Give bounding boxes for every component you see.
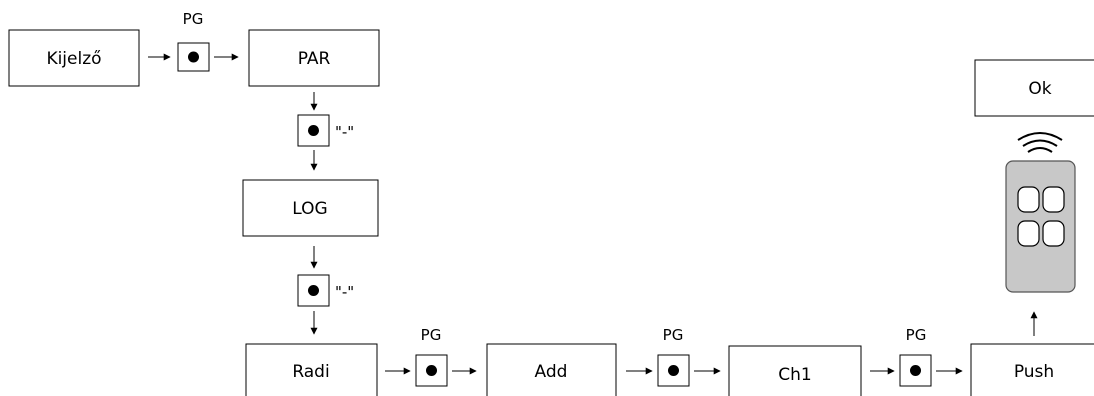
minus-button-2[interactable]	[297, 274, 330, 307]
pg-label-4: PG	[906, 326, 927, 344]
radi-box: Radi	[245, 343, 378, 396]
kijelzo-label: Kijelző	[46, 49, 101, 69]
push-box: Push	[970, 343, 1094, 396]
log-label: LOG	[292, 199, 327, 219]
radi-label: Radi	[292, 362, 329, 382]
par-box: PAR	[248, 29, 380, 87]
ch1-box: Ch1	[728, 345, 862, 396]
kijelzo-box: Kijelző	[8, 29, 140, 87]
minus-label-2: "-"	[335, 283, 354, 301]
pg-button-1[interactable]	[177, 42, 210, 72]
log-box: LOG	[242, 179, 379, 237]
pg-label-1: PG	[183, 10, 204, 28]
add-label: Add	[535, 362, 568, 382]
ok-box: Ok	[974, 59, 1094, 117]
add-box: Add	[486, 343, 617, 396]
pg-label-3: PG	[663, 326, 684, 344]
minus-button-1[interactable]	[297, 114, 330, 147]
ch1-label: Ch1	[778, 365, 811, 385]
wireless-signal-icon	[1017, 132, 1063, 153]
minus-label-1: "-"	[335, 123, 354, 141]
par-label: PAR	[298, 49, 331, 69]
pg-button-2[interactable]	[415, 354, 448, 387]
ok-label: Ok	[1028, 79, 1051, 99]
button-dot-icon	[188, 51, 199, 63]
button-dot-icon	[668, 365, 679, 376]
remote-control-icon	[1005, 160, 1076, 293]
pg-label-2: PG	[421, 326, 442, 344]
button-dot-icon	[308, 125, 319, 136]
pg-button-4[interactable]	[899, 354, 932, 387]
button-dot-icon	[308, 285, 319, 296]
button-dot-icon	[910, 365, 921, 376]
push-label: Push	[1014, 362, 1054, 382]
button-dot-icon	[426, 365, 437, 376]
pg-button-3[interactable]	[657, 354, 690, 387]
